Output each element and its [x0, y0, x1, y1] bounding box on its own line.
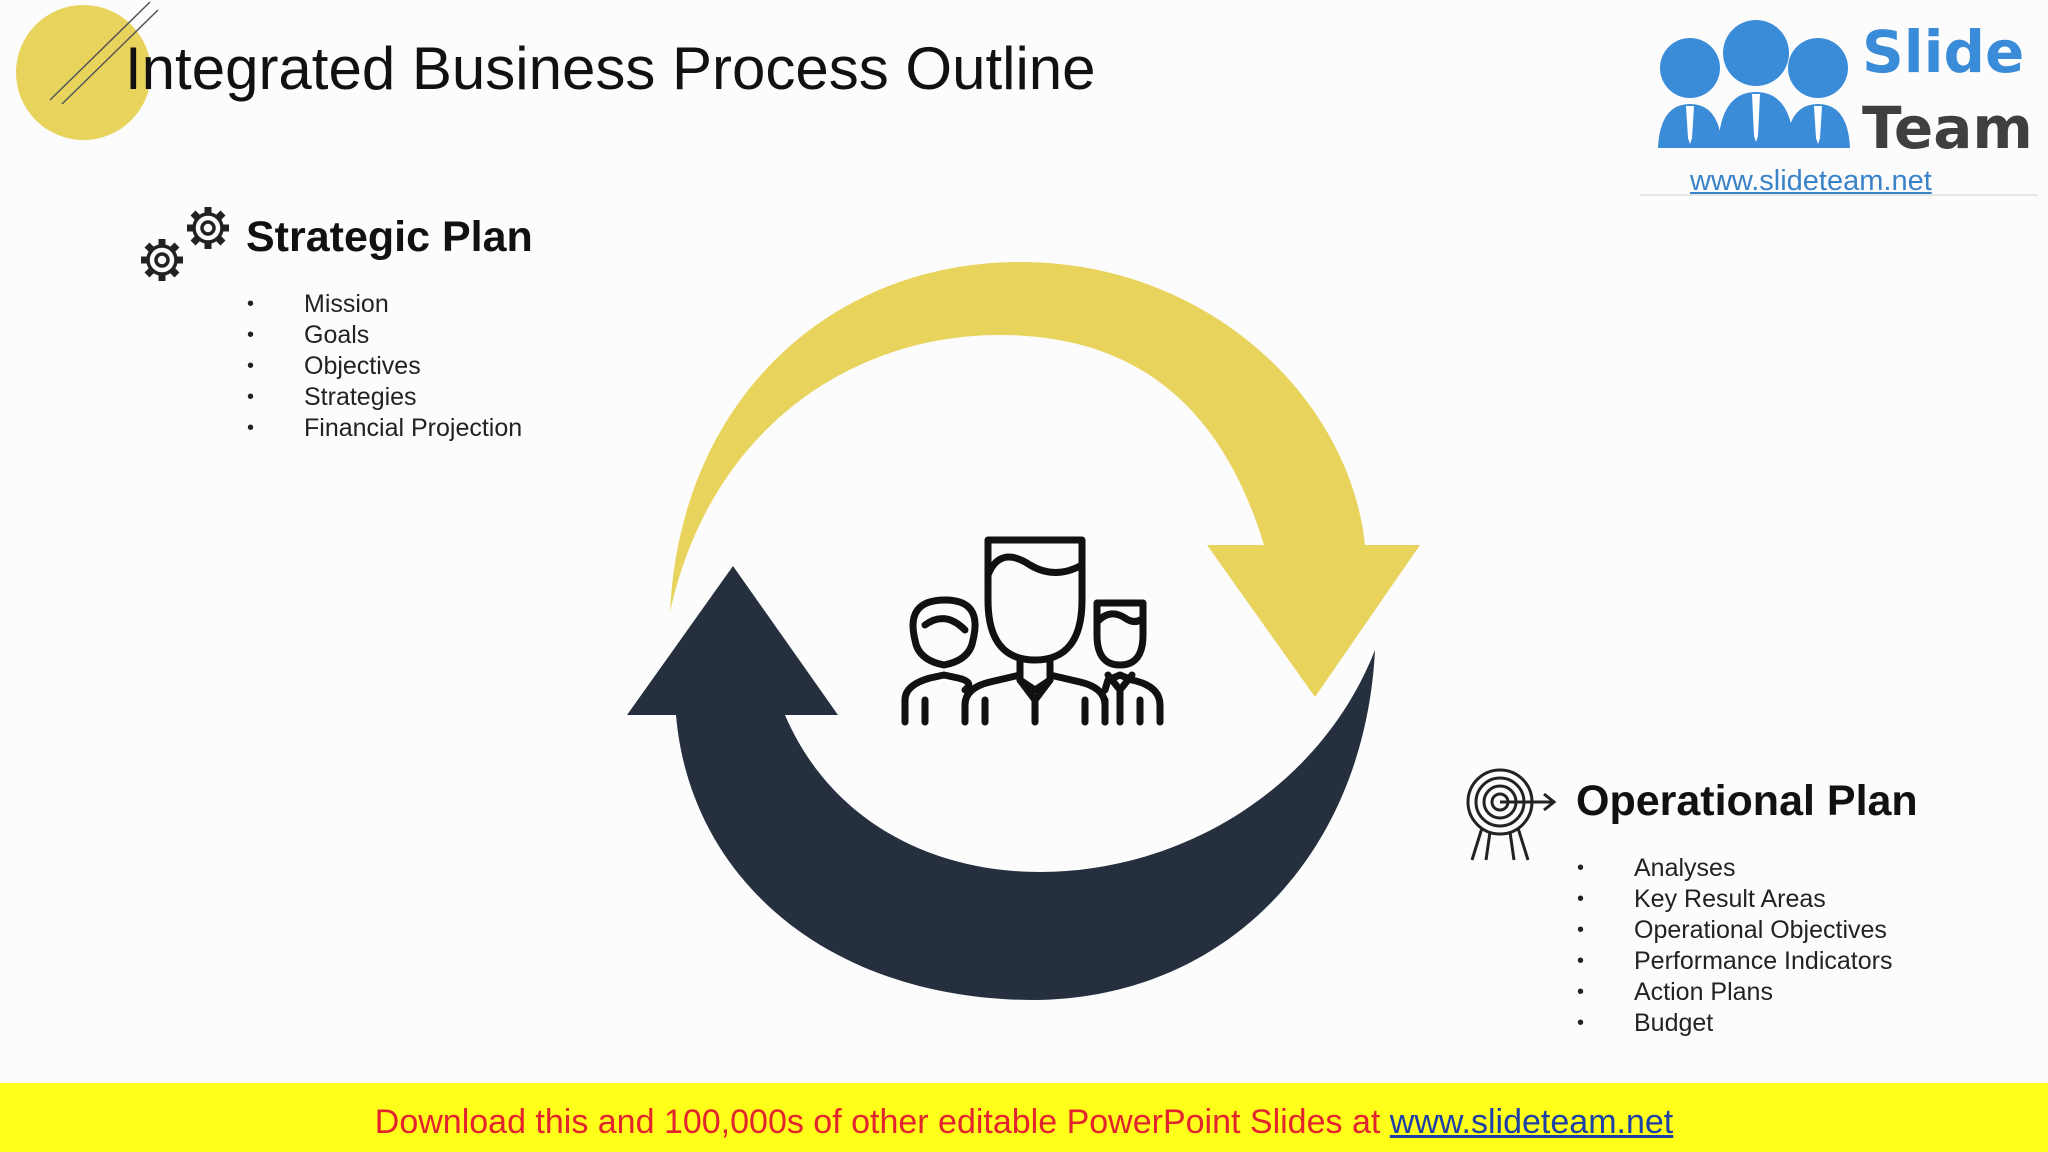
logo-url-link[interactable]: www.slideteam.net: [1690, 165, 1932, 197]
list-item: Analyses: [1577, 853, 1892, 884]
list-item: Performance Indicators: [1577, 946, 1893, 977]
operational-plan-list: Analyses Key Result Areas Operational Ob…: [1577, 853, 1893, 1039]
title-decoration-lines: [49, 1, 159, 105]
cycle-diagram: [627, 262, 1420, 1000]
list-item: Strategies: [247, 382, 522, 413]
people-logo-icon: Slide Team: [1640, 18, 2038, 196]
logo-word-team: Team: [1862, 94, 2033, 162]
operational-plan-heading: Operational Plan: [1576, 777, 1918, 825]
list-item: Operational Objectives: [1577, 915, 1892, 946]
slideteam-logo: Slide Team: [1640, 8, 2038, 198]
navy-cycle-arrow: [627, 566, 1375, 1000]
logo-word-slide: Slide: [1862, 18, 2024, 86]
list-item: Key Result Areas: [1577, 884, 1892, 915]
footer-text: Download this and 100,000s of other edit…: [375, 1103, 1673, 1142]
list-item: Mission: [247, 289, 522, 320]
gears-icon: [141, 207, 229, 281]
list-item: Budget: [1577, 1008, 1892, 1039]
page-title: Integrated Business Process Outline: [125, 35, 1096, 102]
strategic-plan-list: Mission Goals Objectives Strategies Fina…: [247, 289, 522, 444]
list-item: Action Plans: [1577, 977, 1892, 1008]
team-icon: [901, 536, 1164, 726]
footer-link[interactable]: www.slideteam.net: [1389, 1103, 1674, 1141]
target-icon: [1466, 768, 1557, 861]
list-item: Financial Projection: [247, 413, 522, 444]
footer-banner: Download this and 100,000s of other edit…: [0, 1083, 2048, 1152]
strategic-plan-heading: Strategic Plan: [246, 213, 533, 261]
footer-message: Download this and 100,000s of other edit…: [374, 1103, 1390, 1141]
list-item: Goals: [247, 320, 522, 351]
title-decoration-circle: [16, 5, 151, 140]
list-item: Objectives: [247, 351, 522, 382]
yellow-cycle-arrow: [670, 262, 1420, 697]
